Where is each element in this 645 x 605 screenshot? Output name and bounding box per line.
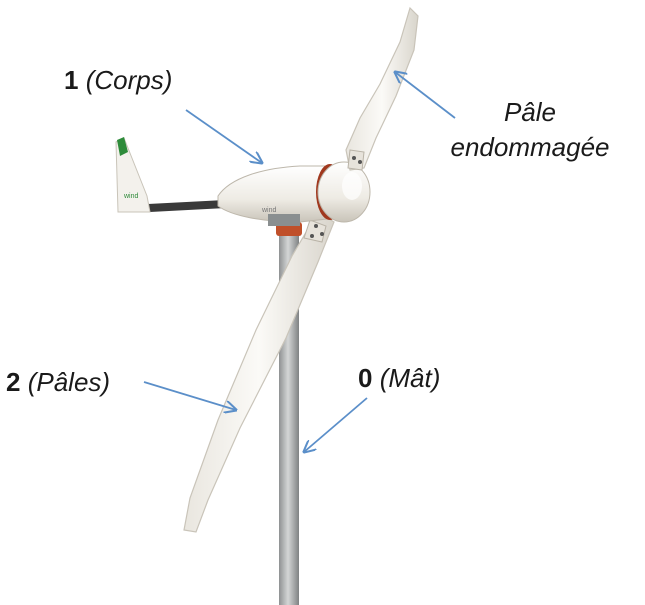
arrow-mat [304,397,368,452]
lower-blade [183,211,335,533]
label-damaged-blade-line1: Pâle [503,97,557,127]
label-corps: 1 (Corps) [64,65,173,96]
label-corps-number: 1 [64,65,79,95]
arrow-damaged-blade [395,72,456,119]
svg-text:wind: wind [123,193,139,200]
upper-damaged-blade [345,6,419,171]
label-pales: 2 (Pâles) [6,367,111,398]
arrow-corps [185,109,262,163]
label-pales-number: 2 [6,367,21,397]
rotor-hub [316,161,371,223]
label-pales-text: (Pâles) [27,367,111,397]
label-mat-number: 0 [358,363,373,393]
label-corps-text: (Corps) [85,65,173,95]
arrow-pales [143,381,236,410]
label-damaged-blade: Pâle endommagée [420,95,640,165]
nacelle-body: wind [217,165,337,226]
label-mat: 0 (Mât) [358,363,441,394]
callout-arrows [143,72,456,452]
tail: wind [115,137,226,213]
label-mat-text: (Mât) [379,363,441,393]
label-damaged-blade-line2: endommagée [450,132,610,163]
svg-text:wind: wind [261,207,277,214]
